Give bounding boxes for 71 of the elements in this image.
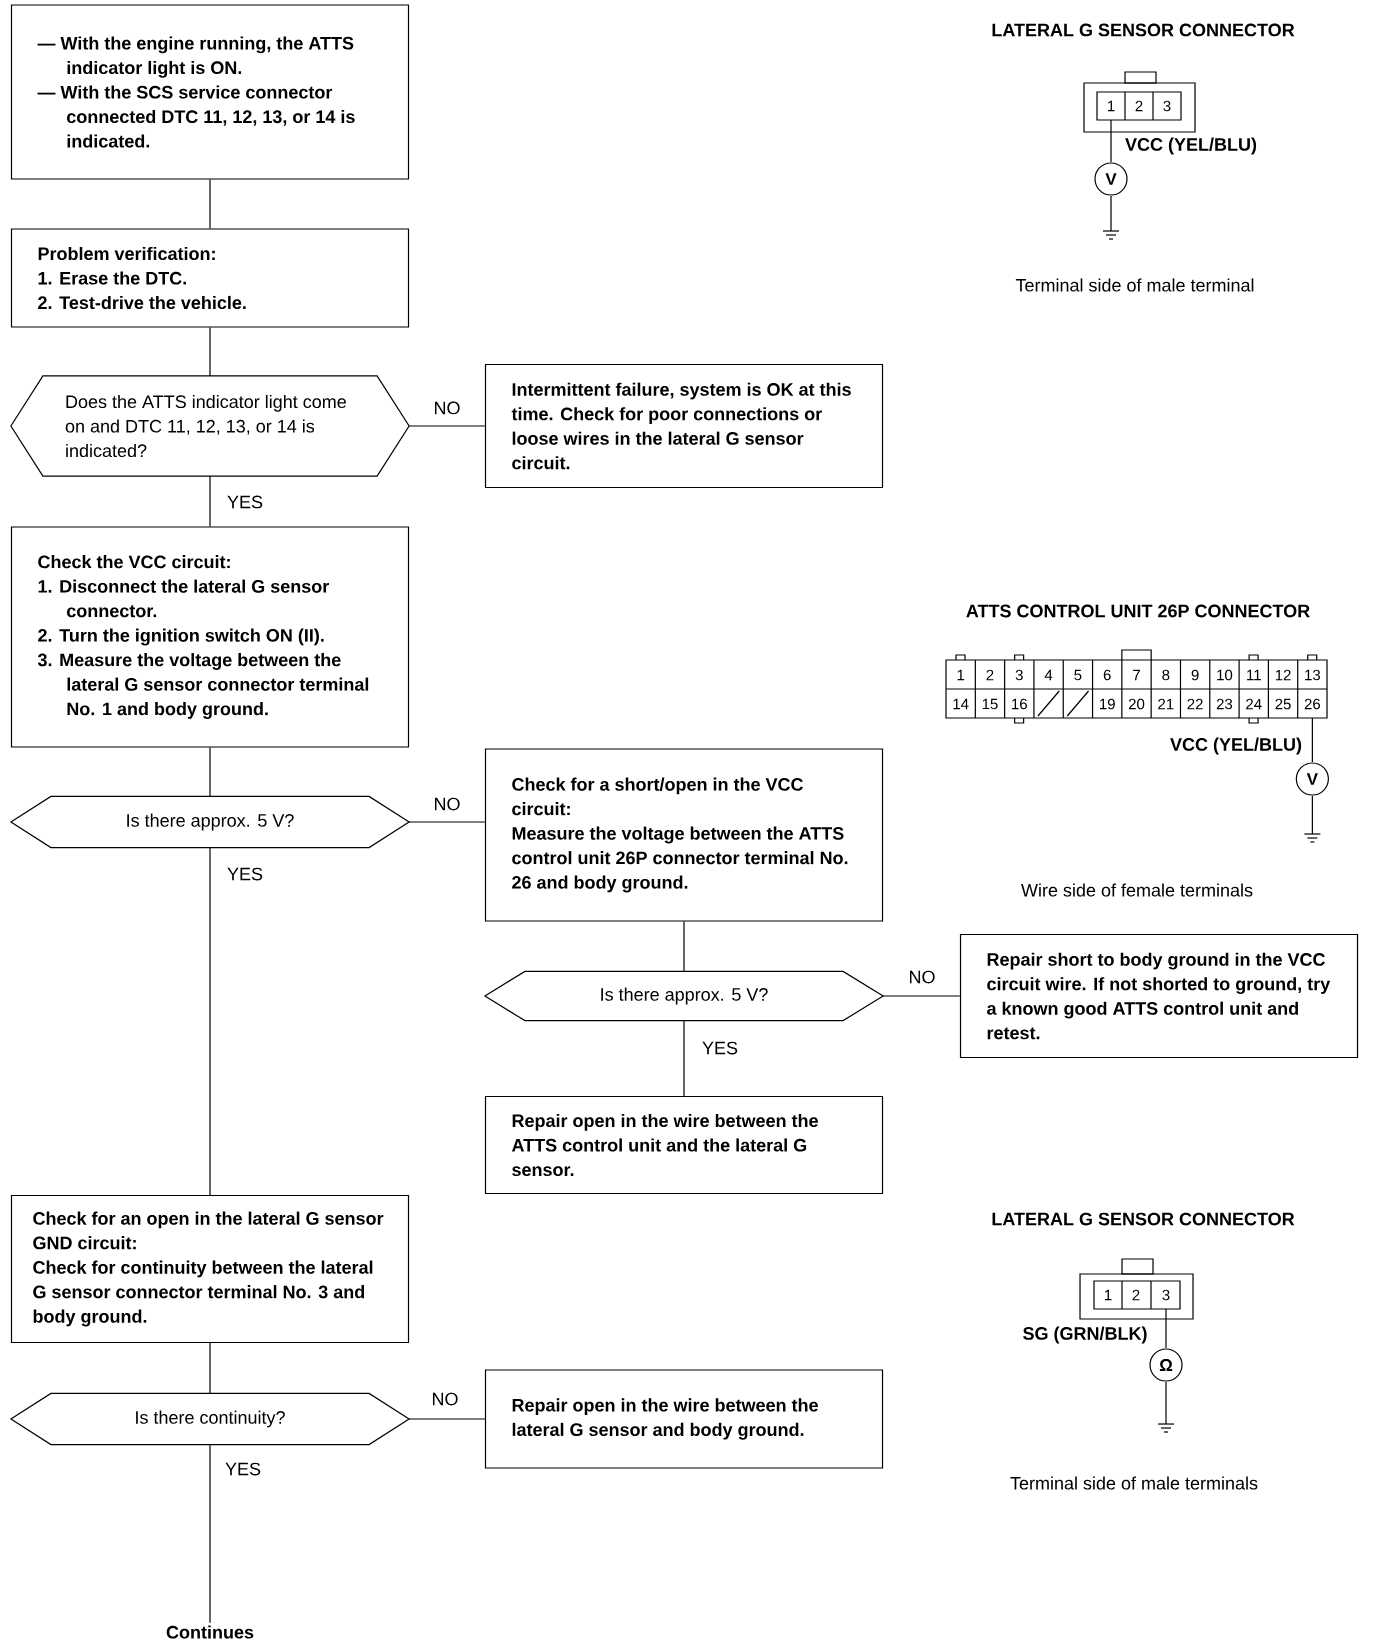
pin-number: 3 — [1162, 1289, 1170, 1301]
connector-line — [209, 1444, 211, 1624]
connector-line — [209, 475, 211, 527]
pin-number: 15 — [982, 698, 998, 710]
wire-label: VCC (YEL/BLU) — [1125, 137, 1257, 155]
pin-number: 22 — [1187, 698, 1203, 710]
pin-number: 25 — [1275, 698, 1291, 710]
pin-number: 3 — [1163, 100, 1171, 112]
edge-label: YES — [223, 1460, 263, 1478]
connector-line — [209, 847, 211, 1196]
pin-number: 6 — [1103, 669, 1111, 681]
pin-number: 1 — [957, 669, 965, 681]
connector-line — [683, 921, 685, 972]
connector-line — [209, 1342, 211, 1394]
connector-line — [683, 1020, 685, 1097]
wire-label: VCC (YEL/BLU) — [1170, 737, 1302, 755]
pin-number: 23 — [1216, 698, 1233, 710]
connector-line — [209, 747, 211, 797]
pin-number: 26 — [1304, 698, 1321, 710]
pin-number: 20 — [1128, 698, 1145, 710]
process-box: Check for a short/open in the VCC circuit: Measure the voltage between the ATTS control unit 26P connector terminal No. 26 and body ground. — [484, 748, 884, 922]
connector-line — [408, 425, 486, 427]
decision-hexagon: Does the ATTS indicator light come on and DTC 11, 12, 13, or 14 is indicated? — [10, 375, 410, 477]
connector-line — [882, 995, 961, 997]
process-box: Problem verification: 1. Erase the DTC. 2. Test-drive the vehicle. — [10, 228, 410, 328]
edge-label: YES — [225, 865, 265, 883]
pin-number: 14 — [953, 698, 969, 710]
pin-number: 2 — [1135, 100, 1143, 112]
connector-line — [209, 179, 211, 229]
process-box: Intermittent failure, system is OK at this time. Check for poor connections or loose wires in the lateral G sensor circuit. — [484, 363, 884, 489]
view-caption: Wire side of female terminals — [1021, 883, 1253, 897]
pin-number: 4 — [1044, 669, 1053, 681]
edge-label: NO — [429, 1390, 461, 1408]
connector-line — [209, 327, 211, 377]
process-box: Repair short to body ground in the VCC circuit wire. If not shorted to ground, try a known good ATTS control unit and retest. — [959, 933, 1359, 1059]
connector-line — [408, 1418, 486, 1420]
pin-number: 11 — [1247, 669, 1261, 681]
pin-number: 1 — [1105, 1289, 1112, 1301]
pin-number: 5 — [1074, 669, 1082, 681]
connector-title: ATTS CONTROL UNIT 26P CONNECTOR — [966, 604, 1310, 618]
connector-title: LATERAL G SENSOR CONNECTOR — [992, 23, 1295, 37]
pin-number: 21 — [1158, 698, 1174, 710]
pin-number: 9 — [1191, 669, 1199, 681]
pin-number: 8 — [1162, 669, 1170, 681]
wire-label: SG (GRN/BLK) — [1023, 1326, 1147, 1344]
connector-title: LATERAL G SENSOR CONNECTOR — [992, 1212, 1295, 1226]
pin-number: 3 — [1015, 669, 1023, 681]
pin-number: 10 — [1217, 669, 1233, 681]
pin-number: 13 — [1305, 669, 1321, 681]
connector-line — [408, 821, 486, 823]
process-box: Check the VCC circuit: 1. Disconnect the lateral G sensor connector. 2. Turn the ignition switch ON (II). 3. Measure the voltage between the lateral G sensor connector terminal No. 1 and body ground. — [10, 526, 410, 748]
continuation-text: Continues — [166, 1625, 254, 1639]
pin-number: 16 — [1012, 698, 1027, 710]
pin-number: 2 — [986, 669, 994, 681]
edge-label: NO — [906, 968, 938, 986]
view-caption: Terminal side of male terminal — [1015, 278, 1254, 292]
pin-number: 24 — [1246, 698, 1262, 710]
pin-number: 12 — [1275, 669, 1291, 681]
process-box: Repair open in the wire between the ATTS control unit and the lateral G sensor. — [484, 1095, 884, 1195]
pin-number: 7 — [1133, 669, 1140, 681]
process-box: Check for an open in the lateral G sensor GND circuit: Check for continuity between the lateral G sensor connector terminal No. 3 and body ground. — [10, 1194, 410, 1344]
edge-label: NO — [431, 795, 463, 813]
pin-number: 19 — [1100, 698, 1115, 710]
edge-label: YES — [700, 1039, 740, 1057]
process-box: Repair open in the wire between the lateral G sensor and body ground. — [484, 1369, 884, 1469]
pin-number: 2 — [1132, 1289, 1140, 1301]
pin-number: 1 — [1108, 100, 1115, 112]
view-caption: Terminal side of male terminals — [1010, 1476, 1258, 1490]
edge-label: YES — [225, 493, 265, 511]
process-box: — With the engine running, the ATTS indicator light is ON. — With the SCS service connector connected DTC 11, 12, 13, or 14 is indicated. — [10, 4, 410, 180]
edge-label: NO — [431, 399, 463, 417]
